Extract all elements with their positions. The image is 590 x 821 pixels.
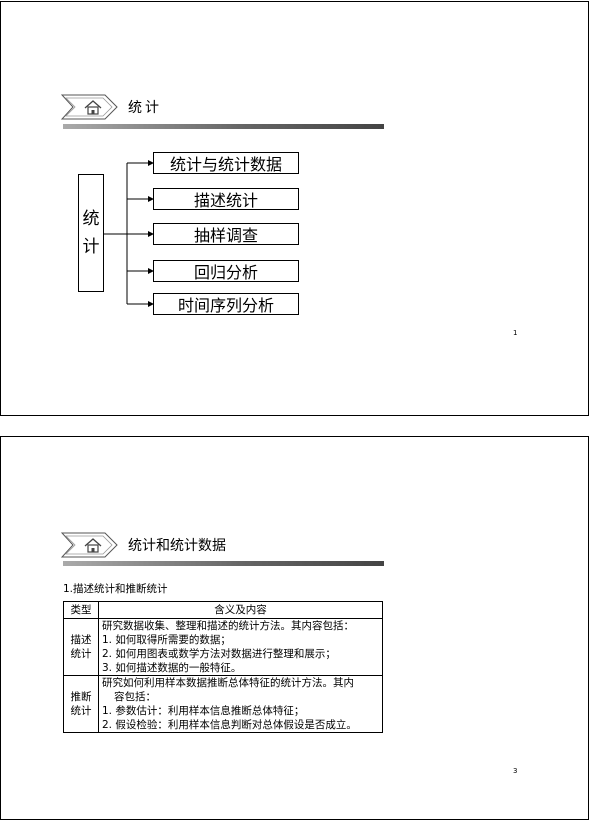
type-line: 推断 [70,691,92,703]
slide-2-title: 统计和统计数据 [128,538,226,554]
statistics-types-table: 类型 含义及内容 描述 统计 研究数据收集、整理和描述的统计方法。其内容包括： … [63,601,383,733]
table-header-row: 类型 含义及内容 [63,601,383,619]
node-regression-analysis: 回归分析 [153,260,299,282]
section-heading: 1.描述统计和推断统计 [63,583,168,595]
header-meaning: 含义及内容 [98,601,383,619]
table-row: 推断 统计 研究如何利用样本数据推断总体特征的统计方法。其内 容包括： 1. 参… [63,675,383,733]
slide-2: 统计和统计数据 1.描述统计和推断统计 类型 含义及内容 描述 统计 研究数据收… [0,436,589,820]
root-char-2: 计 [82,237,100,257]
content-cell: 研究如何利用样本数据推断总体特征的统计方法。其内 容包括： 1. 参数估计：利用… [98,675,383,733]
type-cell: 描述 统计 [63,618,99,676]
content-line: 2. 假设检验：利用样本信息判断对总体假设是否成立。 [102,719,357,731]
table-row: 描述 统计 研究数据收集、整理和描述的统计方法。其内容包括： 1. 如何取得所需… [63,618,383,676]
content-line: 研究如何利用样本数据推断总体特征的统计方法。其内 [102,677,354,689]
title-rule [63,561,384,566]
root-node-statistics: 统 计 [78,174,104,292]
title-rule [63,124,384,129]
type-line: 统计 [70,705,92,717]
page-number: 1 [513,329,518,337]
root-char-1: 统 [82,209,100,229]
slide-1-title: 统计 [128,100,162,116]
type-line: 描述 [70,634,92,646]
content-line: 2. 如何用图表或数学方法对数据进行整理和展示； [102,648,336,660]
node-descriptive-statistics: 描述统计 [153,188,299,210]
home-icon [61,94,118,120]
node-time-series-analysis: 时间序列分析 [153,293,299,315]
content-line: 1. 如何取得所需要的数据； [102,634,231,646]
node-sampling-survey: 抽样调查 [153,223,299,245]
tree-connectors [104,160,154,307]
content-line: 容包括： [114,691,156,703]
content-line: 研究数据收集、整理和描述的统计方法。其内容包括： [102,620,354,632]
home-icon [61,532,118,558]
content-cell: 研究数据收集、整理和描述的统计方法。其内容包括： 1. 如何取得所需要的数据； … [98,618,383,676]
node-statistics-and-data: 统计与统计数据 [153,152,299,174]
page-number: 3 [513,767,518,775]
content-line: 1. 参数估计：利用样本信息推断总体特征； [102,705,305,717]
header-type: 类型 [63,601,99,619]
slide-1: 统计 统 计 统计与统计数据 描述统计 抽样调查 回归分析 时间序列分析 1 [0,1,589,416]
type-cell: 推断 统计 [63,675,99,733]
content-line: 3. 如何描述数据的一般特征。 [102,662,242,674]
type-line: 统计 [70,648,92,660]
